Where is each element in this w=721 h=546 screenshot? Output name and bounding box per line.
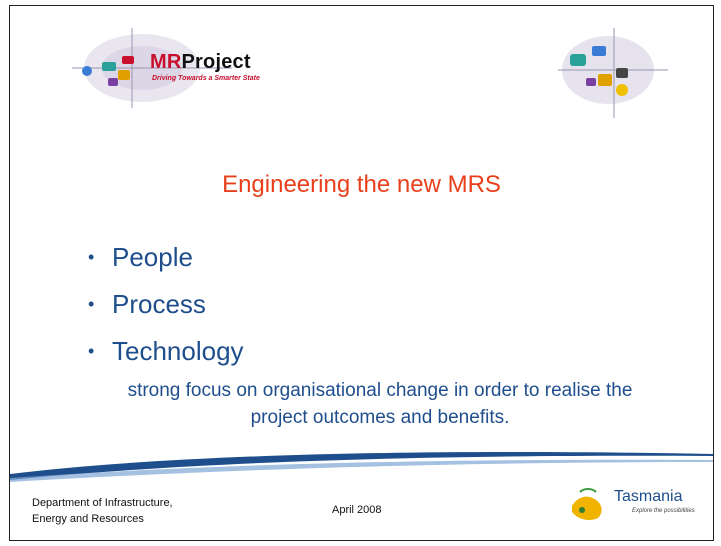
decorative-graphic <box>558 28 668 118</box>
brand-title: MRProject <box>150 51 251 73</box>
slide-heading: Engineering the new MRS <box>222 171 501 198</box>
bullet-list: •People •Process •Technology <box>88 234 244 375</box>
bullet-icon: • <box>88 341 95 361</box>
bullet-item: •Technology <box>88 328 244 375</box>
slide-date: April 2008 <box>332 504 382 516</box>
tasmania-tagline: Explore the possibilities <box>632 508 695 514</box>
tasmania-logo-icon <box>572 488 602 520</box>
focus-statement: strong focus on organisational change in… <box>127 380 633 428</box>
bullet-item: •People <box>88 234 244 281</box>
department-name: Department of Infrastructure, Energy and… <box>32 497 173 525</box>
bullet-icon: • <box>88 247 95 267</box>
mrproject-logo <box>72 28 232 108</box>
bullet-icon: • <box>88 294 95 314</box>
footer-swoosh <box>10 452 713 482</box>
bullet-item: •Process <box>88 281 244 328</box>
tasmania-wordmark: Tasmania <box>614 488 683 505</box>
brand-tagline: Driving Towards a Smarter State <box>152 75 260 82</box>
slide: MRProject Driving Towards a Smarter Stat… <box>9 5 714 541</box>
